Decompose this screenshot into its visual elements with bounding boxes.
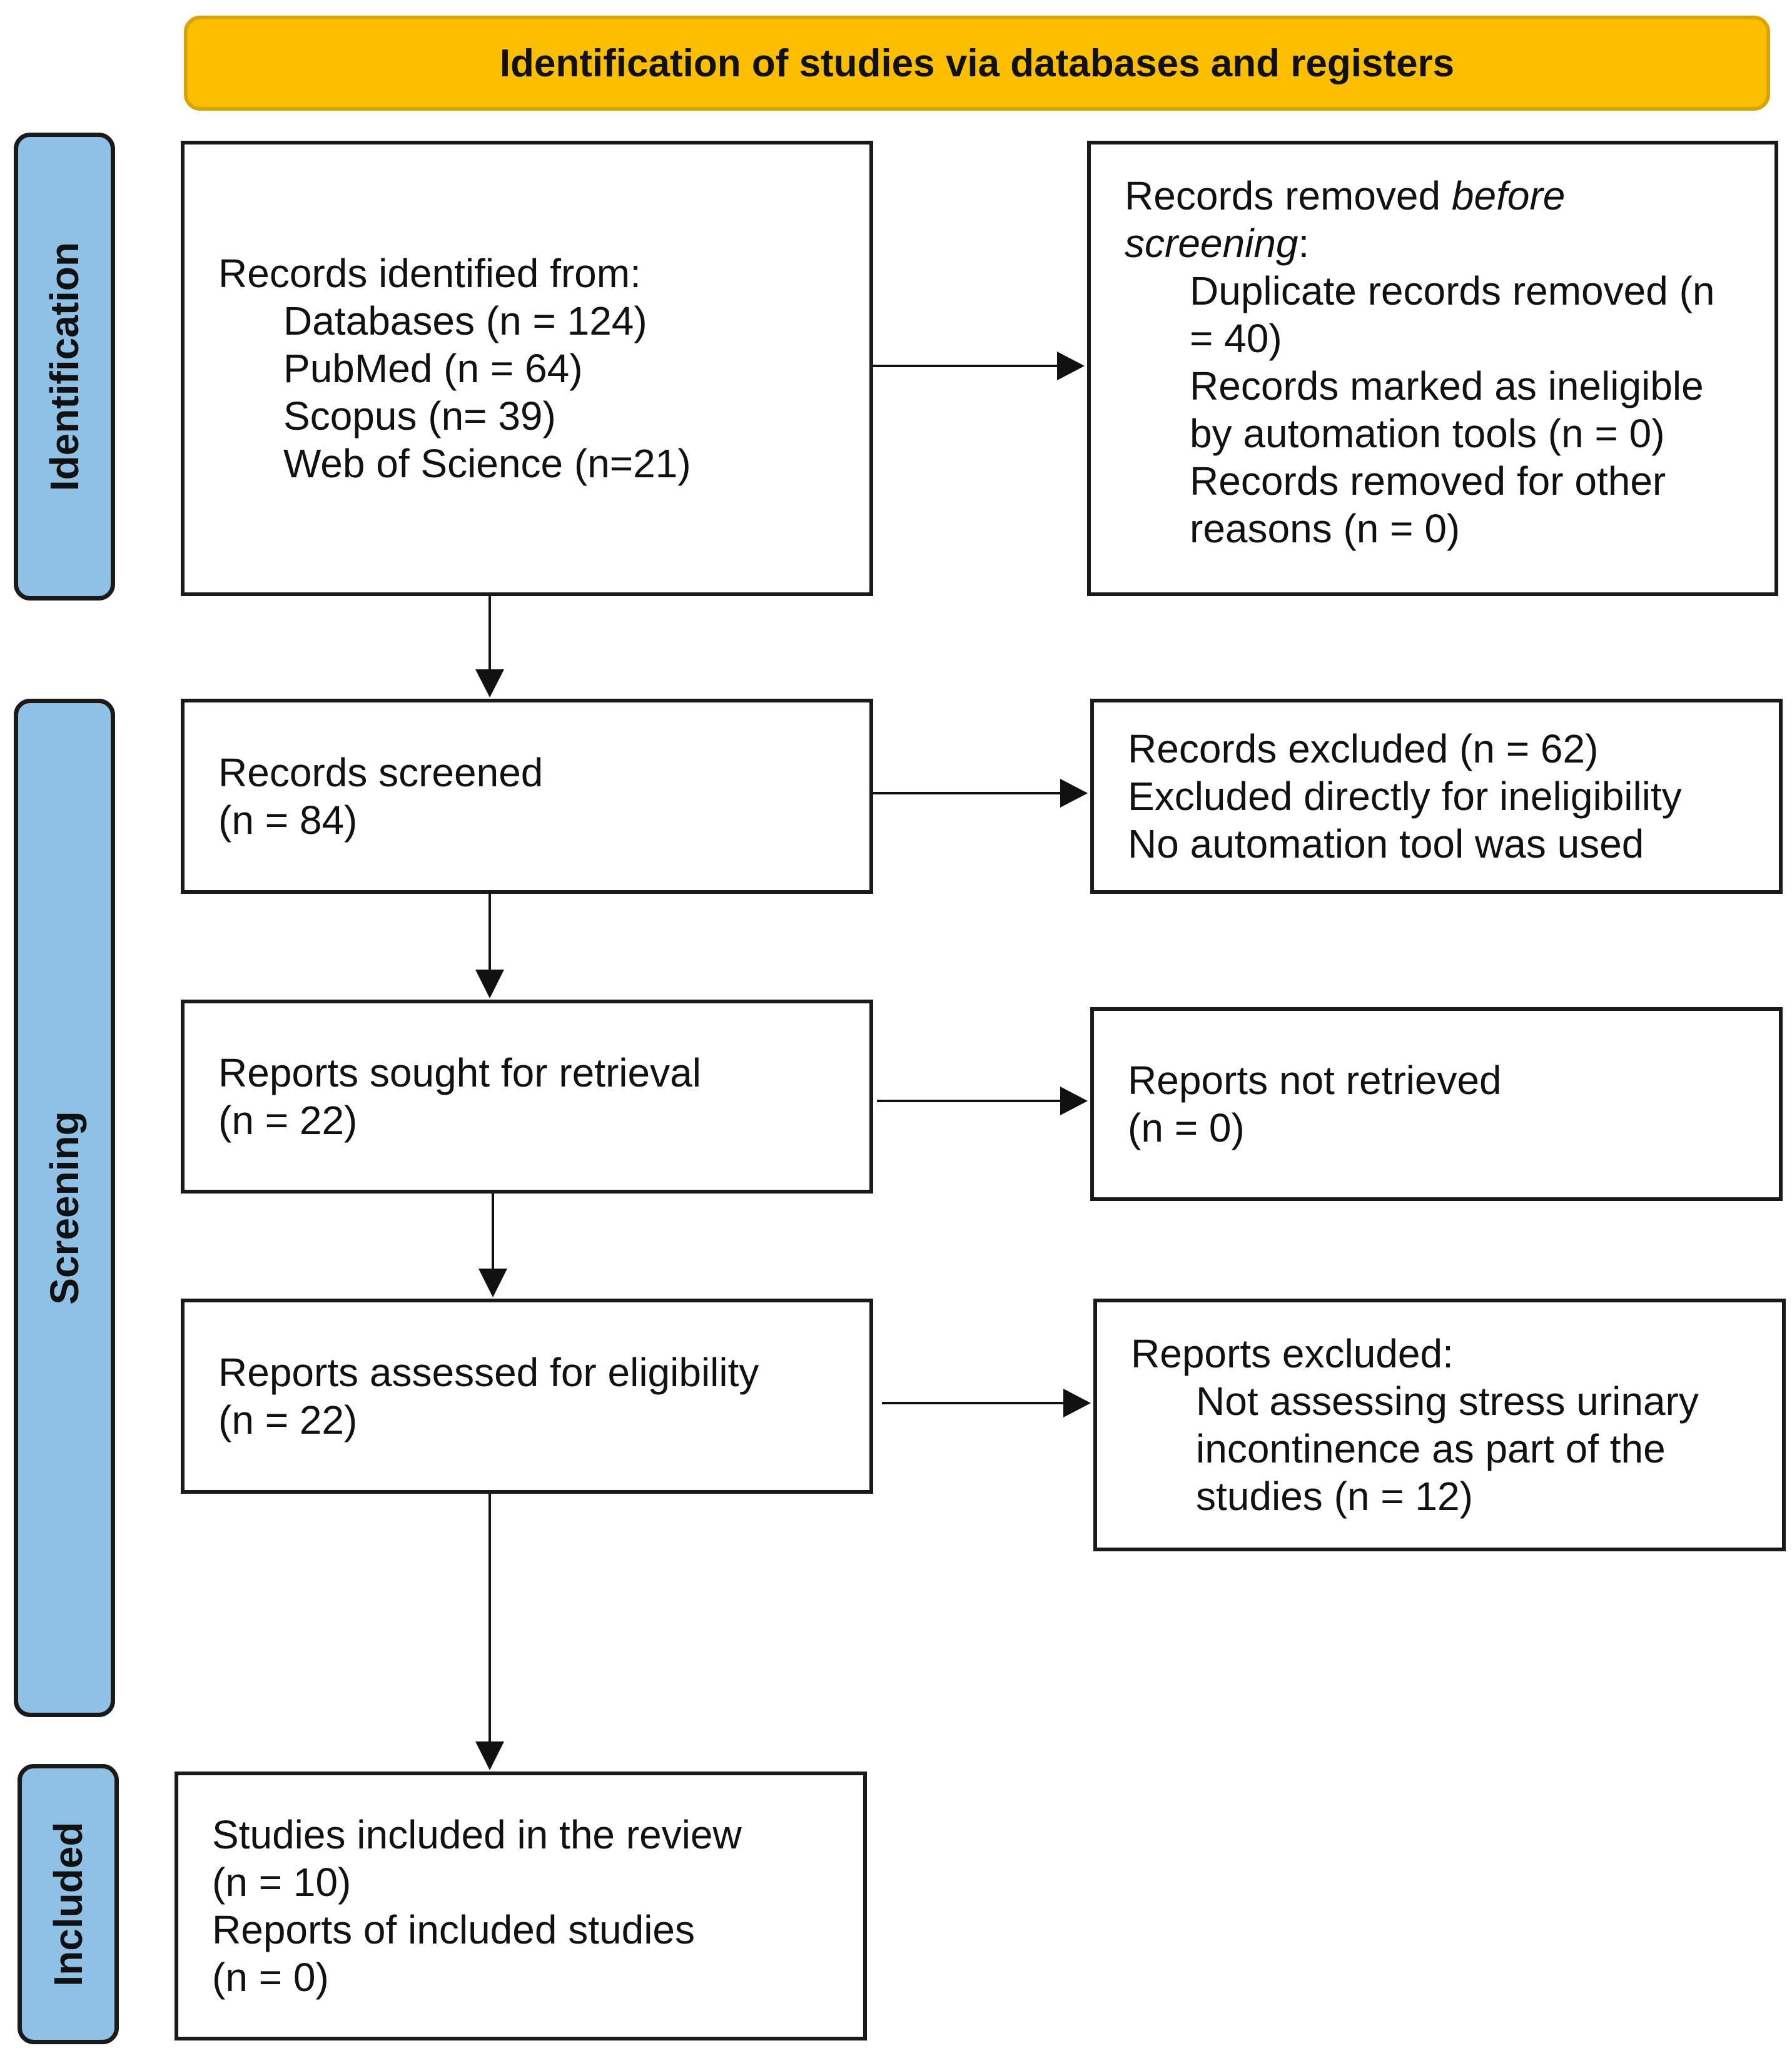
reports-excluded-line: incontinence as part of the xyxy=(1196,1426,1666,1471)
records-screened-label: Records screened xyxy=(218,750,544,795)
records-removed-line: reasons (n = 0) xyxy=(1190,506,1460,551)
reports-assessed-count: (n = 22) xyxy=(218,1397,358,1442)
arrow-screened-to-sought xyxy=(475,894,504,998)
records-excluded-line: Excluded directly for ineligibility xyxy=(1128,774,1682,819)
records-removed-line: Records marked as ineligible xyxy=(1190,363,1704,408)
records-excluded-line: No automation tool was used xyxy=(1128,821,1644,866)
phase-identification: Identification xyxy=(14,133,115,601)
records-identified-databases: Databases (n = 124) xyxy=(283,298,647,343)
records-excluded-line: Records excluded (n = 62) xyxy=(1128,726,1599,771)
records-removed-line: by automation tools (n = 0) xyxy=(1190,411,1665,456)
records-excluded-box: Records excluded (n = 62) Excluded direc… xyxy=(1090,699,1783,894)
studies-included-box: Studies included in the review (n = 10) … xyxy=(175,1772,867,2040)
arrow-sought-to-assessed xyxy=(478,1194,507,1297)
records-identified-scopus: Scopus (n= 39) xyxy=(283,393,556,438)
records-removed-box: Records removed before screening: Duplic… xyxy=(1087,141,1778,596)
records-removed-title-line2: screening: xyxy=(1125,220,1774,267)
reports-not-retrieved-box: Reports not retrieved (n = 0) xyxy=(1090,1007,1783,1201)
reports-not-retrieved-count: (n = 0) xyxy=(1128,1105,1245,1150)
reports-excluded-title: Reports excluded: xyxy=(1131,1331,1454,1376)
records-removed-title-prefix: Records removed xyxy=(1125,173,1452,218)
header-title: Identification of studies via databases … xyxy=(499,41,1455,85)
arrow-screened-to-excluded xyxy=(873,779,1088,808)
reports-sought-count: (n = 22) xyxy=(218,1098,358,1143)
records-removed-line: = 40) xyxy=(1190,316,1282,361)
reports-assessed-label: Reports assessed for eligibility xyxy=(218,1350,759,1395)
phase-included: Included xyxy=(18,1764,119,2044)
reports-excluded-line: Not assessing stress urinary xyxy=(1196,1379,1699,1424)
reports-sought-label: Reports sought for retrieval xyxy=(218,1050,701,1095)
records-removed-title-colon: : xyxy=(1298,221,1310,266)
header-banner: Identification of studies via databases … xyxy=(184,16,1770,111)
reports-not-retrieved-label: Reports not retrieved xyxy=(1128,1058,1502,1103)
records-identified-pubmed: PubMed (n = 64) xyxy=(283,346,583,391)
arrow-identified-to-removed xyxy=(873,352,1085,380)
records-removed-line: Records removed for other xyxy=(1190,459,1666,504)
records-removed-line: Duplicate records removed (n xyxy=(1190,268,1715,313)
records-removed-title-before: before xyxy=(1451,173,1566,218)
arrow-identified-to-screened xyxy=(475,596,504,697)
reports-excluded-box: Reports excluded: Not assessing stress u… xyxy=(1093,1299,1786,1551)
studies-included-line: (n = 10) xyxy=(212,1860,352,1905)
reports-excluded-line: studies (n = 12) xyxy=(1196,1474,1473,1519)
records-identified-wos: Web of Science (n=21) xyxy=(283,441,691,486)
studies-included-line: Reports of included studies xyxy=(212,1907,695,1952)
studies-included-line: Studies included in the review xyxy=(212,1812,742,1857)
arrow-assessed-to-reports-excluded xyxy=(882,1389,1091,1417)
records-screened-box: Records screened (n = 84) xyxy=(181,699,873,894)
reports-sought-box: Reports sought for retrieval (n = 22) xyxy=(181,1000,873,1194)
records-identified-title: Records identified from: xyxy=(218,251,641,296)
arrow-assessed-to-included xyxy=(475,1494,504,1770)
arrow-sought-to-not-retrieved xyxy=(877,1087,1088,1115)
records-identified-box: Records identified from: Databases (n = … xyxy=(181,141,873,596)
records-removed-title: Records removed before xyxy=(1125,172,1774,220)
studies-included-line: (n = 0) xyxy=(212,1955,329,2000)
phase-screening: Screening xyxy=(14,699,115,1717)
reports-assessed-box: Reports assessed for eligibility (n = 22… xyxy=(181,1299,873,1494)
records-screened-count: (n = 84) xyxy=(218,798,358,843)
records-removed-title-screening: screening xyxy=(1125,221,1298,266)
